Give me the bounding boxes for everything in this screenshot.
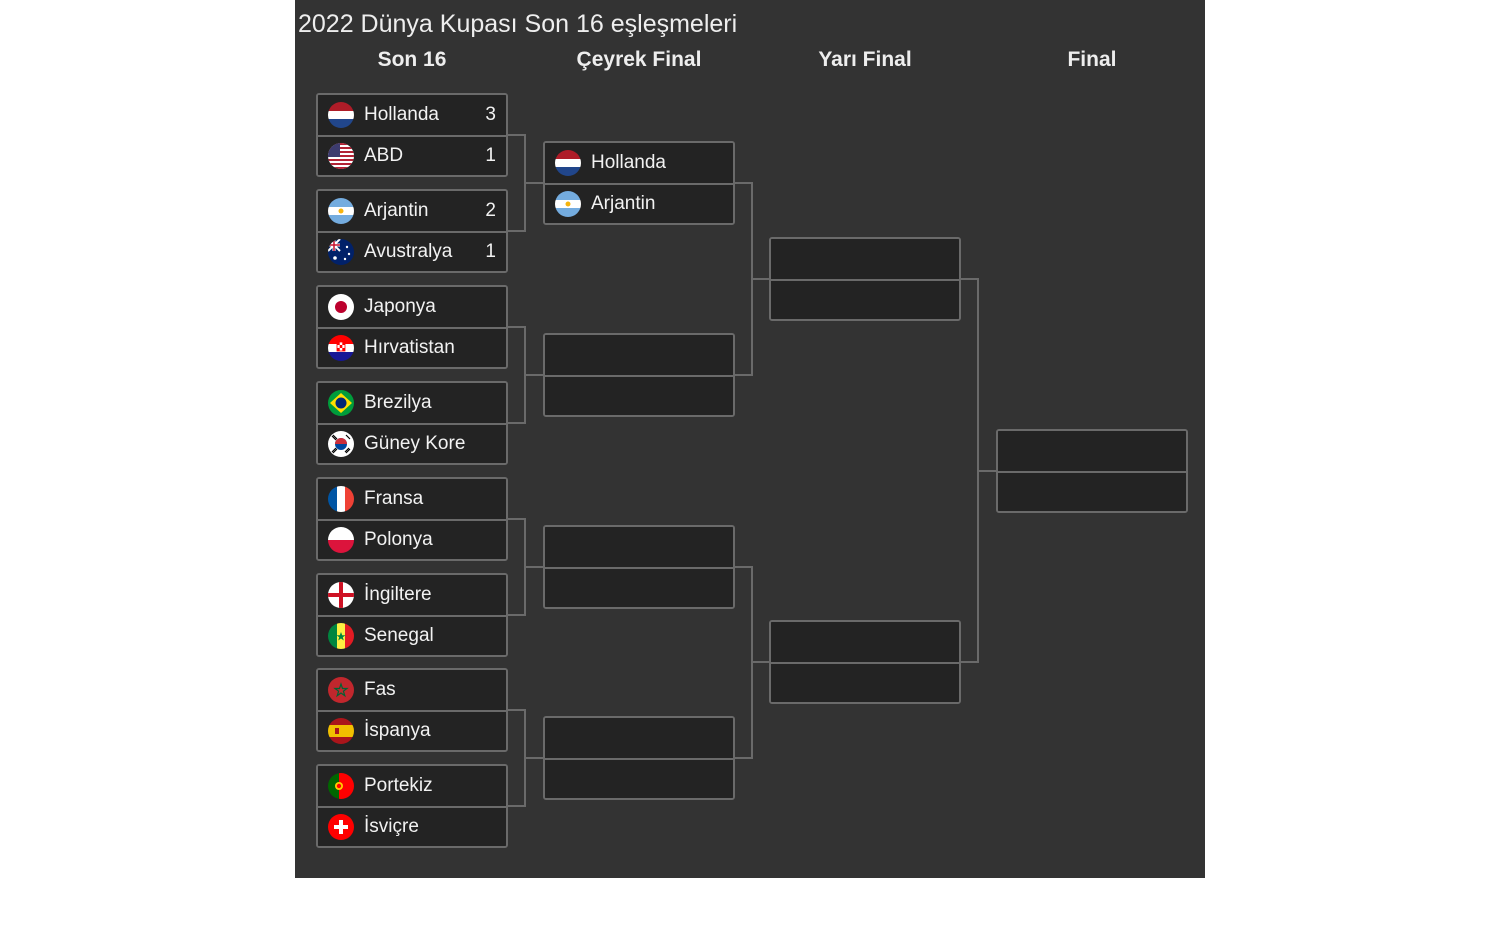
team-name: Senegal <box>364 625 434 646</box>
team-row[interactable]: İsviçre <box>318 808 506 846</box>
team-name: Brezilya <box>364 392 432 413</box>
team-row[interactable]: Senegal <box>318 617 506 655</box>
team-row[interactable] <box>771 664 959 702</box>
usa-flag-icon <box>328 143 354 169</box>
match-box[interactable] <box>543 525 735 609</box>
australia-flag-icon <box>328 239 354 265</box>
team-row[interactable]: Arjantin 2 <box>318 191 506 233</box>
team-row[interactable] <box>771 622 959 664</box>
team-row[interactable] <box>545 335 733 377</box>
team-score: 3 <box>485 104 496 125</box>
team-score: 1 <box>485 145 496 166</box>
bracket-connector-line <box>961 278 996 663</box>
team-row[interactable] <box>545 718 733 760</box>
team-row[interactable]: Portekiz <box>318 766 506 808</box>
bracket-connector-line <box>735 182 769 376</box>
team-name: Hollanda <box>364 104 439 125</box>
page-title: 2022 Dünya Kupası Son 16 eşleşmeleri <box>298 10 738 38</box>
bracket-connector-line <box>508 326 543 424</box>
team-row[interactable]: İspanya <box>318 712 506 750</box>
team-row[interactable]: Hırvatistan <box>318 329 506 367</box>
team-name: Arjantin <box>591 193 656 214</box>
team-score: 2 <box>485 200 496 221</box>
team-row[interactable] <box>998 473 1186 511</box>
team-row[interactable] <box>545 377 733 415</box>
senegal-flag-icon <box>328 623 354 649</box>
match-box[interactable] <box>769 620 961 704</box>
team-name: İngiltere <box>364 584 432 605</box>
team-name: Hollanda <box>591 152 666 173</box>
team-row[interactable] <box>545 760 733 798</box>
team-row[interactable] <box>771 239 959 281</box>
team-name: Polonya <box>364 529 433 550</box>
team-row[interactable]: Hollanda 3 <box>318 95 506 137</box>
team-row[interactable]: Güney Kore <box>318 425 506 463</box>
team-name: Avustralya <box>364 241 453 262</box>
team-row[interactable]: İngiltere <box>318 575 506 617</box>
bracket-connector-line <box>508 518 543 616</box>
france-flag-icon <box>328 486 354 512</box>
team-name: Portekiz <box>364 775 433 796</box>
bracket-connector-line <box>508 709 543 807</box>
argentina-flag-icon <box>328 198 354 224</box>
croatia-flag-icon <box>328 335 354 361</box>
japan-flag-icon <box>328 294 354 320</box>
switzerland-flag-icon <box>328 814 354 840</box>
team-row[interactable]: Fransa <box>318 479 506 521</box>
netherlands-flag-icon <box>328 102 354 128</box>
england-flag-icon <box>328 582 354 608</box>
team-row[interactable]: Arjantin <box>545 185 733 223</box>
team-row[interactable]: Avustralya 1 <box>318 233 506 271</box>
match-box[interactable] <box>769 237 961 321</box>
team-row[interactable]: Hollanda <box>545 143 733 185</box>
team-row[interactable]: Brezilya <box>318 383 506 425</box>
south-korea-flag-icon <box>328 431 354 457</box>
round-header-son-16: Son 16 <box>377 48 447 71</box>
team-row[interactable]: Polonya <box>318 521 506 559</box>
team-name: Arjantin <box>364 200 429 221</box>
netherlands-flag-icon <box>555 150 581 176</box>
team-name: ABD <box>364 145 404 166</box>
match-box[interactable] <box>543 333 735 417</box>
team-name: Japonya <box>364 296 436 317</box>
match-box[interactable] <box>996 429 1188 513</box>
brazil-flag-icon <box>328 390 354 416</box>
team-score: 1 <box>485 241 496 262</box>
team-name: Fas <box>364 679 396 700</box>
round-header-semi-final: Yarı Final <box>818 48 912 71</box>
team-name: Fransa <box>364 488 424 509</box>
round-header-final: Final <box>1067 48 1117 71</box>
morocco-flag-icon <box>328 677 354 703</box>
poland-flag-icon <box>328 527 354 553</box>
team-row[interactable]: ABD 1 <box>318 137 506 175</box>
portugal-flag-icon <box>328 773 354 799</box>
team-name: İspanya <box>364 720 431 741</box>
argentina-flag-icon <box>555 191 581 217</box>
match-box[interactable] <box>543 716 735 800</box>
team-row[interactable] <box>998 431 1186 473</box>
spain-flag-icon <box>328 718 354 744</box>
team-row[interactable] <box>771 281 959 319</box>
team-row[interactable] <box>545 527 733 569</box>
team-row[interactable]: Fas <box>318 670 506 712</box>
bracket-connector-line <box>508 134 543 232</box>
round-header-quarter-final: Çeyrek Final <box>576 48 702 71</box>
team-row[interactable]: Japonya <box>318 287 506 329</box>
team-name: Güney Kore <box>364 433 466 454</box>
team-name: Hırvatistan <box>364 337 455 358</box>
team-name: İsviçre <box>364 816 419 837</box>
bracket-connector-line <box>735 566 769 759</box>
team-row[interactable] <box>545 569 733 607</box>
